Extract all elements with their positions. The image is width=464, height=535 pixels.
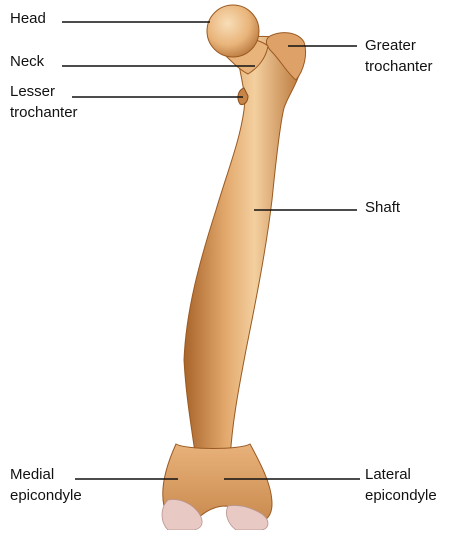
label-greater-trochanter-line2: trochanter bbox=[365, 58, 433, 76]
femoral-head bbox=[207, 5, 259, 57]
label-head: Head bbox=[10, 10, 46, 28]
label-lesser-trochanter-line2: trochanter bbox=[10, 104, 78, 122]
label-neck: Neck bbox=[10, 53, 44, 71]
label-shaft: Shaft bbox=[365, 199, 400, 217]
label-lateral-epicondyle-line1: Lateral bbox=[365, 466, 411, 484]
label-lesser-trochanter-line1: Lesser bbox=[10, 83, 55, 101]
label-medial-epicondyle-line1: Medial bbox=[10, 466, 54, 484]
label-lateral-epicondyle-line2: epicondyle bbox=[365, 487, 437, 505]
label-greater-trochanter-line1: Greater bbox=[365, 37, 416, 55]
label-medial-epicondyle-line2: epicondyle bbox=[10, 487, 82, 505]
